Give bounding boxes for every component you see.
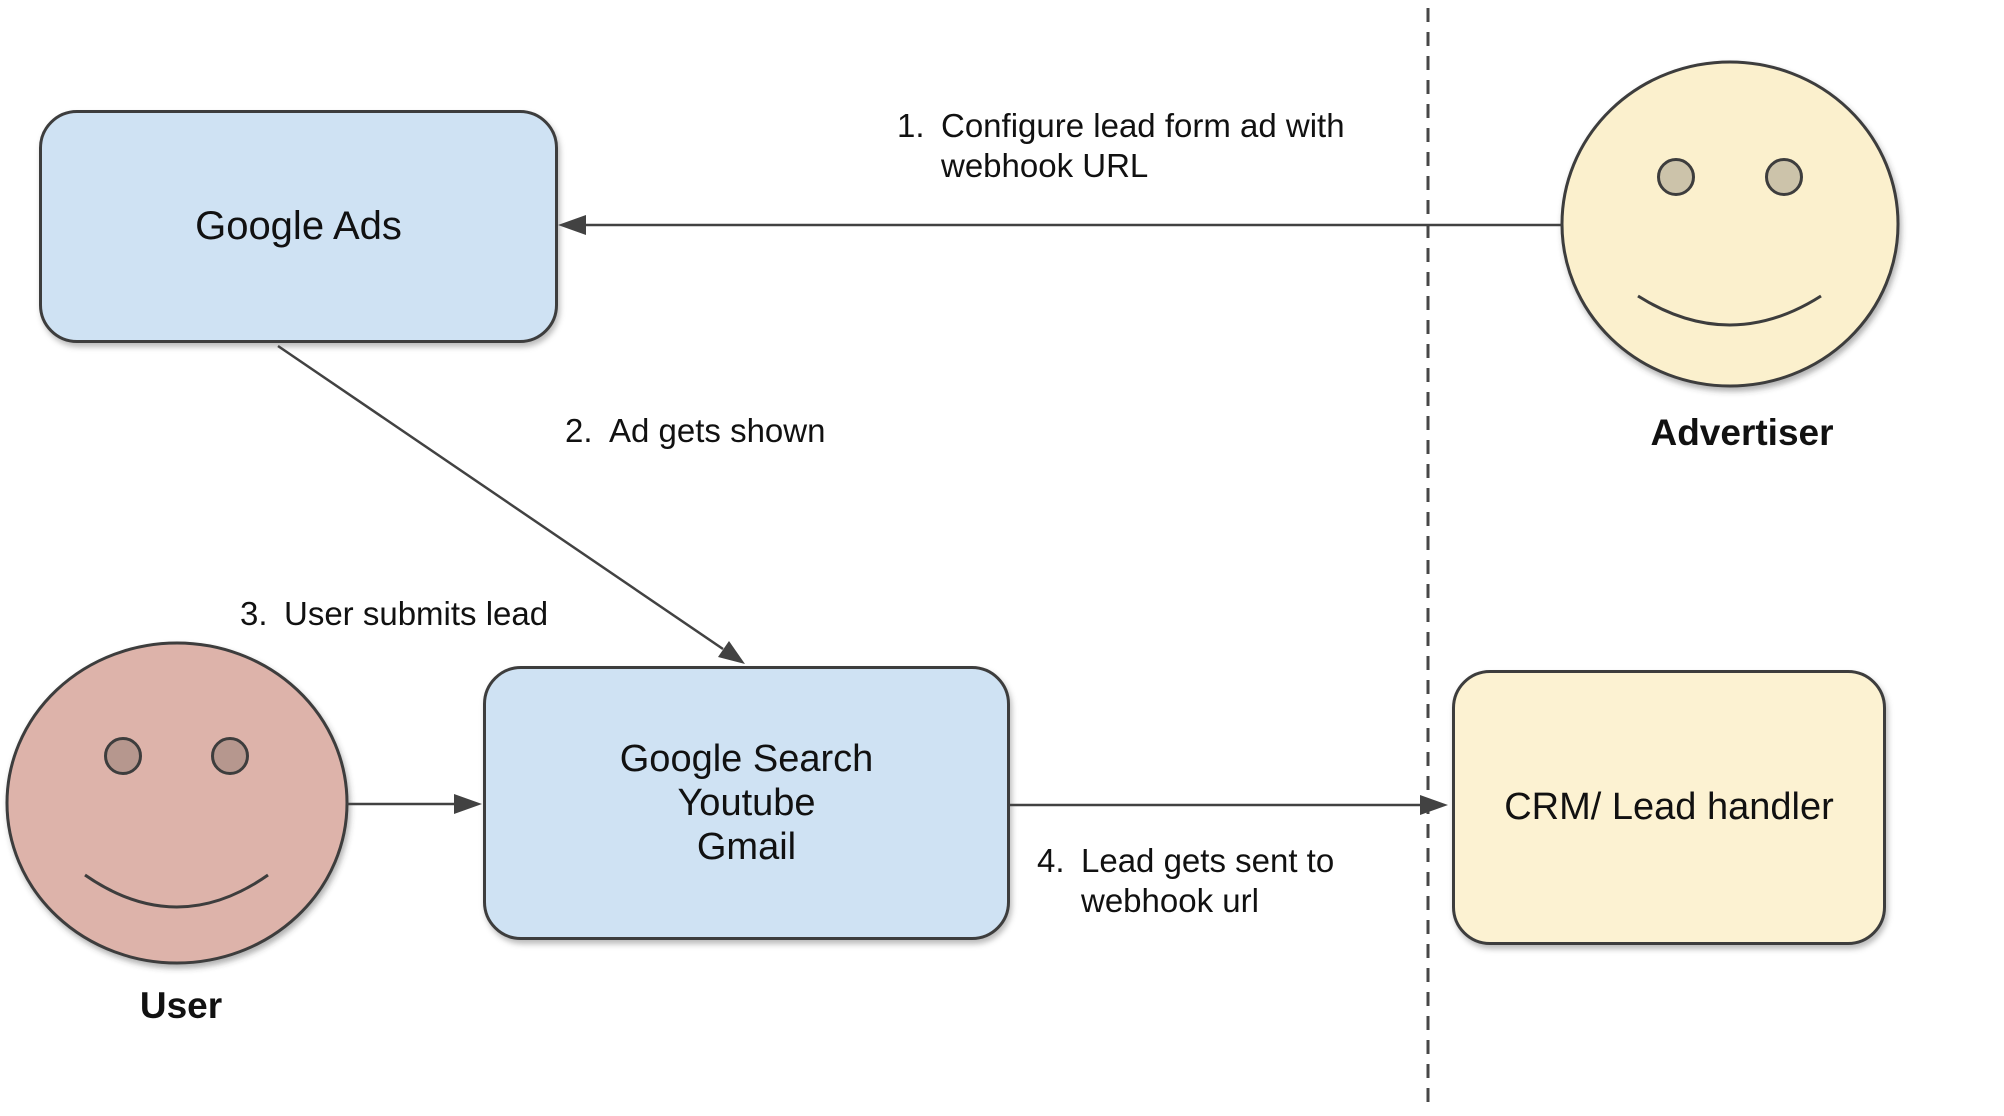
platforms-node-line3: Gmail (696, 826, 797, 868)
step-4-label: 4. Lead gets sent to webhook url (1037, 841, 1334, 921)
crm-lead-handler-node: CRM/ Lead handler (1452, 670, 1886, 945)
step-3-text-line1: User submits lead (284, 595, 549, 632)
step-1-text-line1: Configure lead form ad with (941, 107, 1345, 144)
advertiser-actor-label: Advertiser (1650, 412, 1834, 453)
advertiser-face-icon (1560, 60, 1900, 388)
user-head (5, 641, 349, 965)
arrow-platforms-to-crm (1010, 795, 1448, 815)
step-2-label: 2. Ad gets shown (565, 411, 825, 451)
arrow-user-to-platforms (347, 794, 482, 814)
step-2-number: 2. (565, 412, 593, 449)
advertiser-smile (1637, 294, 1822, 327)
arrow-3-head (454, 794, 482, 814)
advertiser-left-eye (1657, 158, 1695, 196)
arrow-4-head (1420, 795, 1448, 815)
step-4-text-line1: Lead gets sent to (1081, 842, 1335, 879)
step-2-text-line1: Ad gets shown (609, 412, 826, 449)
arrow-advertiser-to-google-ads (558, 215, 1562, 235)
crm-node-label: CRM/ Lead handler (1504, 786, 1834, 828)
step-4-text-line2: webhook url (1081, 882, 1259, 919)
step-3-label: 3. User submits lead (240, 594, 548, 634)
user-left-eye (104, 737, 142, 775)
google-ads-node: Google Ads (39, 110, 558, 343)
platforms-node: Google Search Youtube Gmail (483, 666, 1010, 940)
user-face-icon (5, 641, 349, 965)
step-1-label: 1. Configure lead form ad with webhook U… (897, 106, 1345, 186)
platforms-node-line1: Google Search (619, 738, 874, 780)
step-1-text-line2: webhook URL (941, 147, 1149, 184)
advertiser-head (1560, 60, 1900, 388)
user-actor-label: User (139, 985, 223, 1026)
user-right-eye (211, 737, 249, 775)
step-4-number: 4. (1037, 842, 1065, 879)
arrow-2-head (718, 641, 745, 664)
platforms-node-line2: Youtube (677, 782, 816, 824)
google-ads-node-label: Google Ads (195, 204, 402, 248)
advertiser-right-eye (1765, 158, 1803, 196)
user-smile (84, 873, 269, 909)
step-3-number: 3. (240, 595, 268, 632)
arrow-1-head (558, 215, 586, 235)
step-1-number: 1. (897, 107, 925, 144)
